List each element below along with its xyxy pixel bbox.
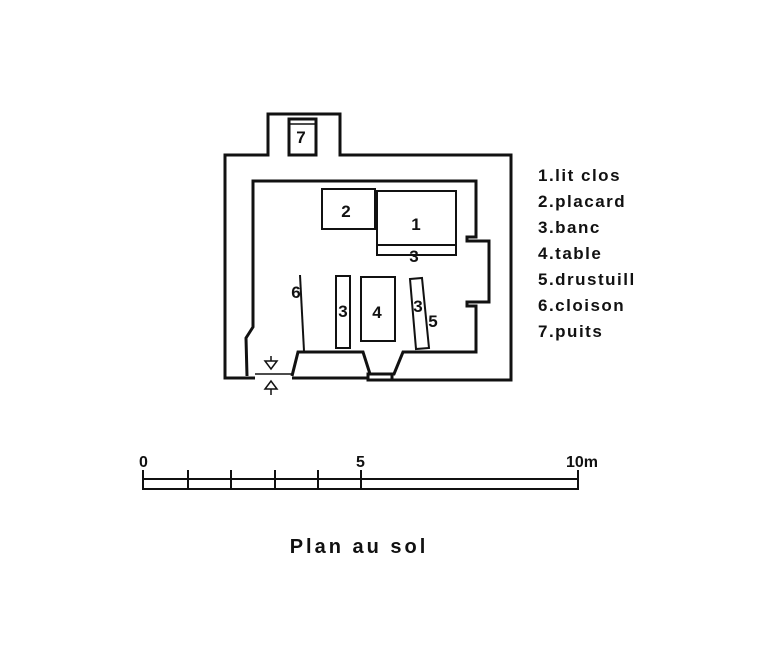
label-bench-right: 3	[413, 297, 422, 316]
inner-wall	[244, 179, 491, 377]
legend-item: 7.puits	[538, 322, 604, 341]
cupboard	[321, 188, 376, 230]
label-bench-left: 3	[338, 302, 347, 321]
door-down-arrow-icon	[263, 356, 279, 371]
scale-label-10m: 10m	[566, 454, 598, 471]
outer-wall	[223, 112, 513, 382]
legend-item: 1.lit clos	[538, 166, 622, 185]
legend-item: 6.cloison	[538, 296, 626, 315]
bench-top	[376, 244, 457, 256]
legend-item: 2.placard	[538, 192, 627, 211]
partition	[299, 274, 305, 352]
legend-item: 5.drustuill	[538, 270, 636, 289]
label-table: 4	[372, 303, 382, 322]
legend: 1.lit clos 2.placard 3.banc 4.table 5.dr…	[538, 163, 636, 345]
hearth	[366, 372, 394, 382]
label-well: 7	[296, 128, 305, 147]
label-cupboard: 2	[341, 202, 350, 221]
label-dresser: 5	[428, 312, 437, 331]
table	[360, 276, 396, 342]
legend-item: 3.banc	[538, 218, 601, 237]
label-bed: 1	[411, 215, 420, 234]
well-shaft	[287, 117, 318, 157]
legend-item: 4.table	[538, 244, 603, 263]
label-bench-top: 3	[409, 247, 418, 266]
label-partition: 6	[291, 283, 300, 302]
bench-left	[335, 275, 351, 349]
bench-right	[408, 276, 431, 351]
door-up-arrow-icon	[263, 379, 279, 395]
scale-bar	[142, 470, 579, 490]
scale-label-0: 0	[139, 454, 148, 471]
scale-label-5: 5	[356, 454, 365, 471]
plan-title: Plan au sol	[289, 536, 429, 558]
